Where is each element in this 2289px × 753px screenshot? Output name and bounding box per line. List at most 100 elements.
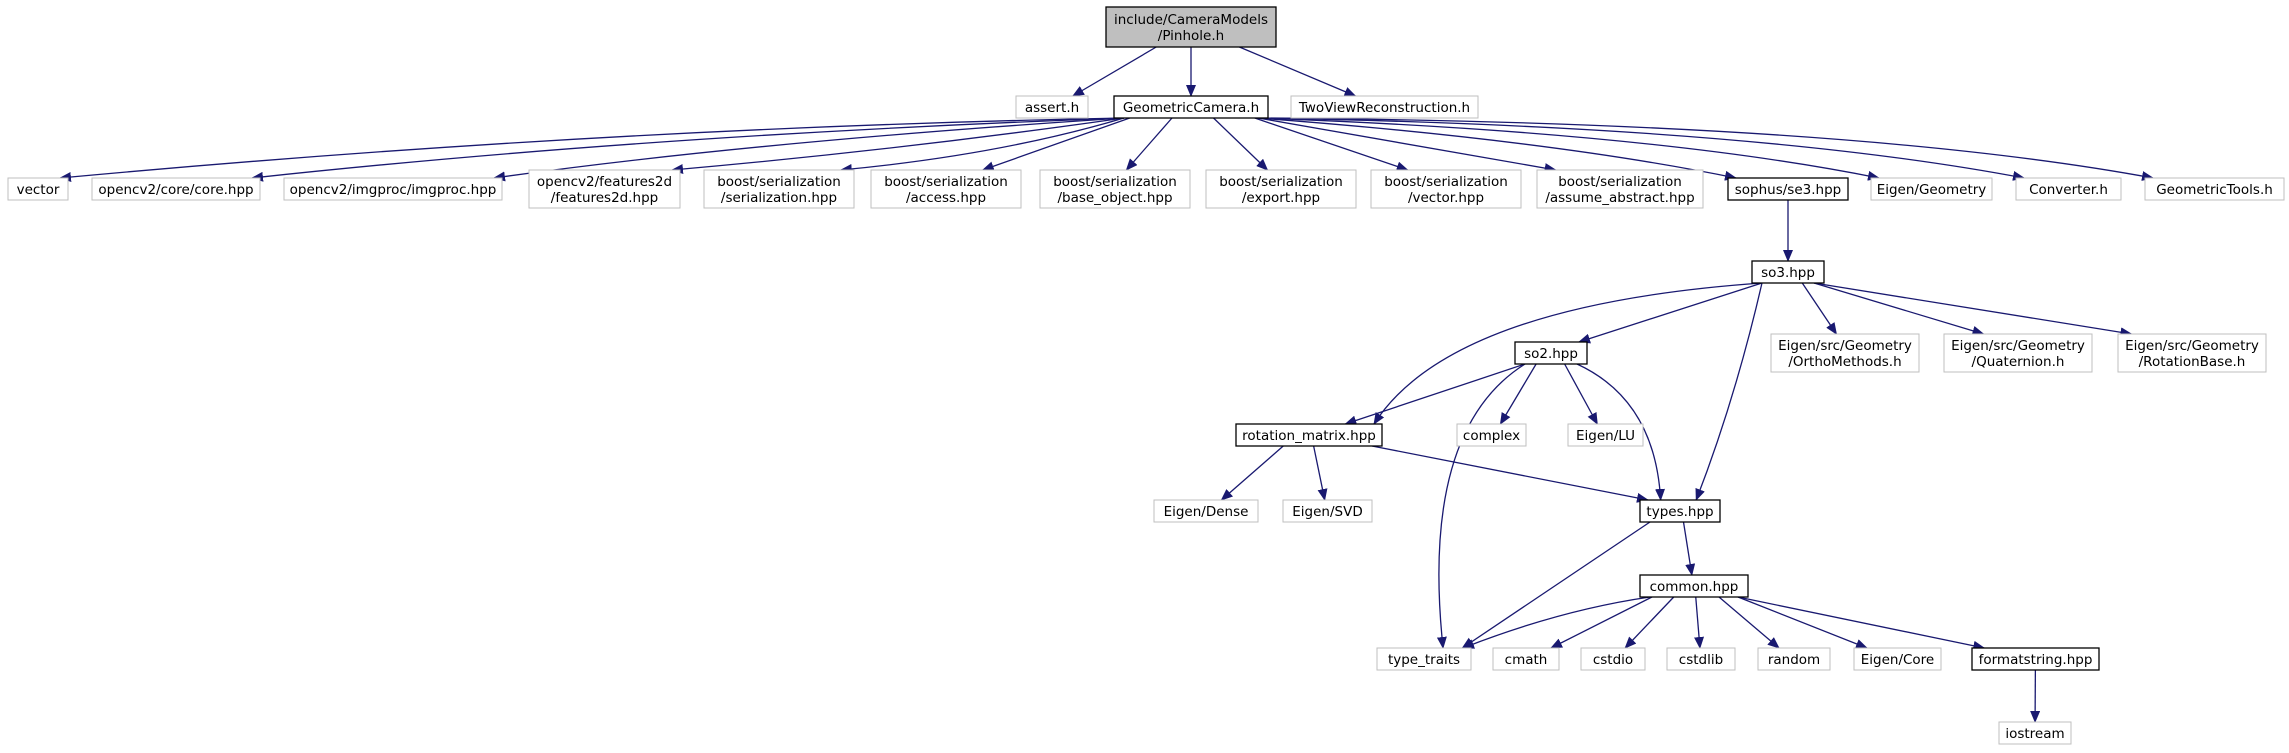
node-label: vector (17, 182, 60, 198)
edge-geometriccamera-to-export (1213, 117, 1269, 171)
edge-so2-to-rotation_matrix (1344, 363, 1526, 426)
node-cstdio: cstdio (1580, 647, 1646, 671)
edge-so3-to-rotationbase (1813, 282, 2133, 338)
node-box (283, 177, 503, 201)
edge-pinhole-to-assert (1071, 46, 1157, 97)
node-box (1971, 647, 2100, 671)
edge-geometriccamera-to-se3 (1257, 117, 1737, 181)
node-iostream: iostream (1998, 721, 2072, 745)
node-twoview: TwoViewReconstruction.h (1290, 95, 1479, 119)
node-box (1105, 6, 1277, 48)
node-box (1536, 169, 1704, 209)
node-label: /assume_abstract.hpp (1545, 190, 1694, 206)
edge-geometriccamera-to-base_object (1125, 117, 1173, 171)
node-label: so2.hpp (1524, 346, 1578, 362)
node-label: opencv2/imgproc/imgproc.hpp (290, 182, 497, 198)
edge-geometriccamera-to-converter (1257, 117, 2025, 181)
edge-so3-to-types (1695, 282, 1763, 501)
node-box (1282, 499, 1373, 523)
edge-pinhole-to-twoview (1239, 46, 1357, 97)
edge-geometriccamera-to-imgproc (493, 117, 1125, 182)
node-base_object: boost/serialization/base_object.hpp (1039, 169, 1191, 209)
edge-common-to-cmath (1550, 596, 1653, 649)
node-label: Eigen/Dense (1164, 504, 1249, 520)
node-cstdlib: cstdlib (1666, 647, 1736, 671)
node-label: Eigen/src/Geometry (1778, 338, 1912, 354)
node-label: boost/serialization (1384, 174, 1508, 190)
edge-so2-to-types (1576, 363, 1666, 501)
node-box (2015, 177, 2122, 201)
node-label: opencv2/core/core.hpp (98, 182, 253, 198)
node-label: assert.h (1025, 100, 1079, 116)
node-geometrictools: GeometricTools.h (2144, 177, 2285, 201)
node-label: boost/serialization (1219, 174, 1343, 190)
edge-geometriccamera-to-serialization (839, 117, 1125, 174)
node-box (1853, 647, 1942, 671)
edge-geometriccamera-to-assume_abstract (1257, 117, 1557, 174)
node-serialization: boost/serialization/serialization.hpp (703, 169, 855, 209)
edge-geometriccamera-to-eigen_geometry (1257, 117, 1880, 181)
node-label: Eigen/LU (1576, 428, 1635, 444)
node-formatstring[interactable]: formatstring.hpp (1971, 647, 2100, 671)
node-label: boost/serialization (717, 174, 841, 190)
edge-so3-to-rotation_matrix (1373, 282, 1763, 425)
node-random: random (1757, 647, 1831, 671)
node-se3[interactable]: sophus/se3.hpp (1727, 177, 1849, 201)
node-box (1751, 260, 1825, 284)
edge-geometriccamera-to-features2d (671, 117, 1125, 175)
node-label: opencv2/features2d (537, 174, 672, 190)
node-label: iostream (2005, 726, 2064, 742)
edge-so2-to-complex (1499, 363, 1537, 425)
node-box (1290, 95, 1479, 119)
edge-common-to-cstdio (1624, 596, 1675, 649)
node-rotation_matrix[interactable]: rotation_matrix.hpp (1235, 423, 1383, 447)
node-label: Eigen/src/Geometry (2125, 338, 2259, 354)
node-label: Eigen/Geometry (1877, 182, 1987, 198)
node-label: complex (1463, 428, 1520, 444)
node-box (1015, 95, 1089, 119)
node-label: /vector.hpp (1408, 190, 1484, 206)
node-pinhole[interactable]: include/CameraModels/Pinhole.h (1105, 6, 1277, 48)
node-label: so3.hpp (1761, 265, 1815, 281)
node-so2[interactable]: so2.hpp (1514, 341, 1588, 365)
node-box (1205, 169, 1357, 209)
node-eigen_dense: Eigen/Dense (1153, 499, 1259, 523)
node-types[interactable]: types.hpp (1639, 499, 1721, 523)
node-box (1492, 647, 1560, 671)
node-box (528, 169, 681, 209)
node-common[interactable]: common.hpp (1639, 574, 1749, 598)
dependency-edges (59, 46, 2154, 723)
node-label: cstdlib (1679, 652, 1723, 668)
node-label: TwoViewReconstruction.h (1298, 100, 1470, 116)
node-box (1666, 647, 1736, 671)
node-geometriccamera[interactable]: GeometricCamera.h (1113, 95, 1269, 119)
node-box (1514, 341, 1588, 365)
node-complex: complex (1456, 423, 1527, 447)
node-box (7, 177, 69, 201)
node-box (1639, 574, 1749, 598)
node-label: boost/serialization (884, 174, 1008, 190)
node-so3[interactable]: so3.hpp (1751, 260, 1825, 284)
edge-common-to-type_traits (1462, 596, 1651, 649)
node-box (1943, 333, 2093, 373)
node-label: Eigen/Core (1861, 652, 1935, 668)
edge-types-to-type_traits (1461, 521, 1651, 649)
node-box (1370, 169, 1522, 209)
edge-rotation_matrix-to-eigen_svd (1312, 445, 1328, 501)
node-box (1153, 499, 1259, 523)
node-box (1113, 95, 1269, 119)
edge-geometriccamera-to-vector (59, 117, 1125, 182)
node-label: random (1768, 652, 1820, 668)
node-label: /serialization.hpp (721, 190, 837, 206)
node-box (1727, 177, 1849, 201)
node-label: /Quaternion.h (1972, 354, 2065, 370)
node-box (1039, 169, 1191, 209)
node-label: /features2d.hpp (551, 190, 658, 206)
edge-geometriccamera-to-core (251, 117, 1125, 182)
edge-so3-to-orthomethods (1801, 282, 1838, 335)
node-box (1580, 647, 1646, 671)
edge-geometriccamera-to-access (981, 117, 1130, 172)
node-bvector: boost/serialization/vector.hpp (1370, 169, 1522, 209)
node-eigen_geometry: Eigen/Geometry (1870, 177, 1993, 201)
